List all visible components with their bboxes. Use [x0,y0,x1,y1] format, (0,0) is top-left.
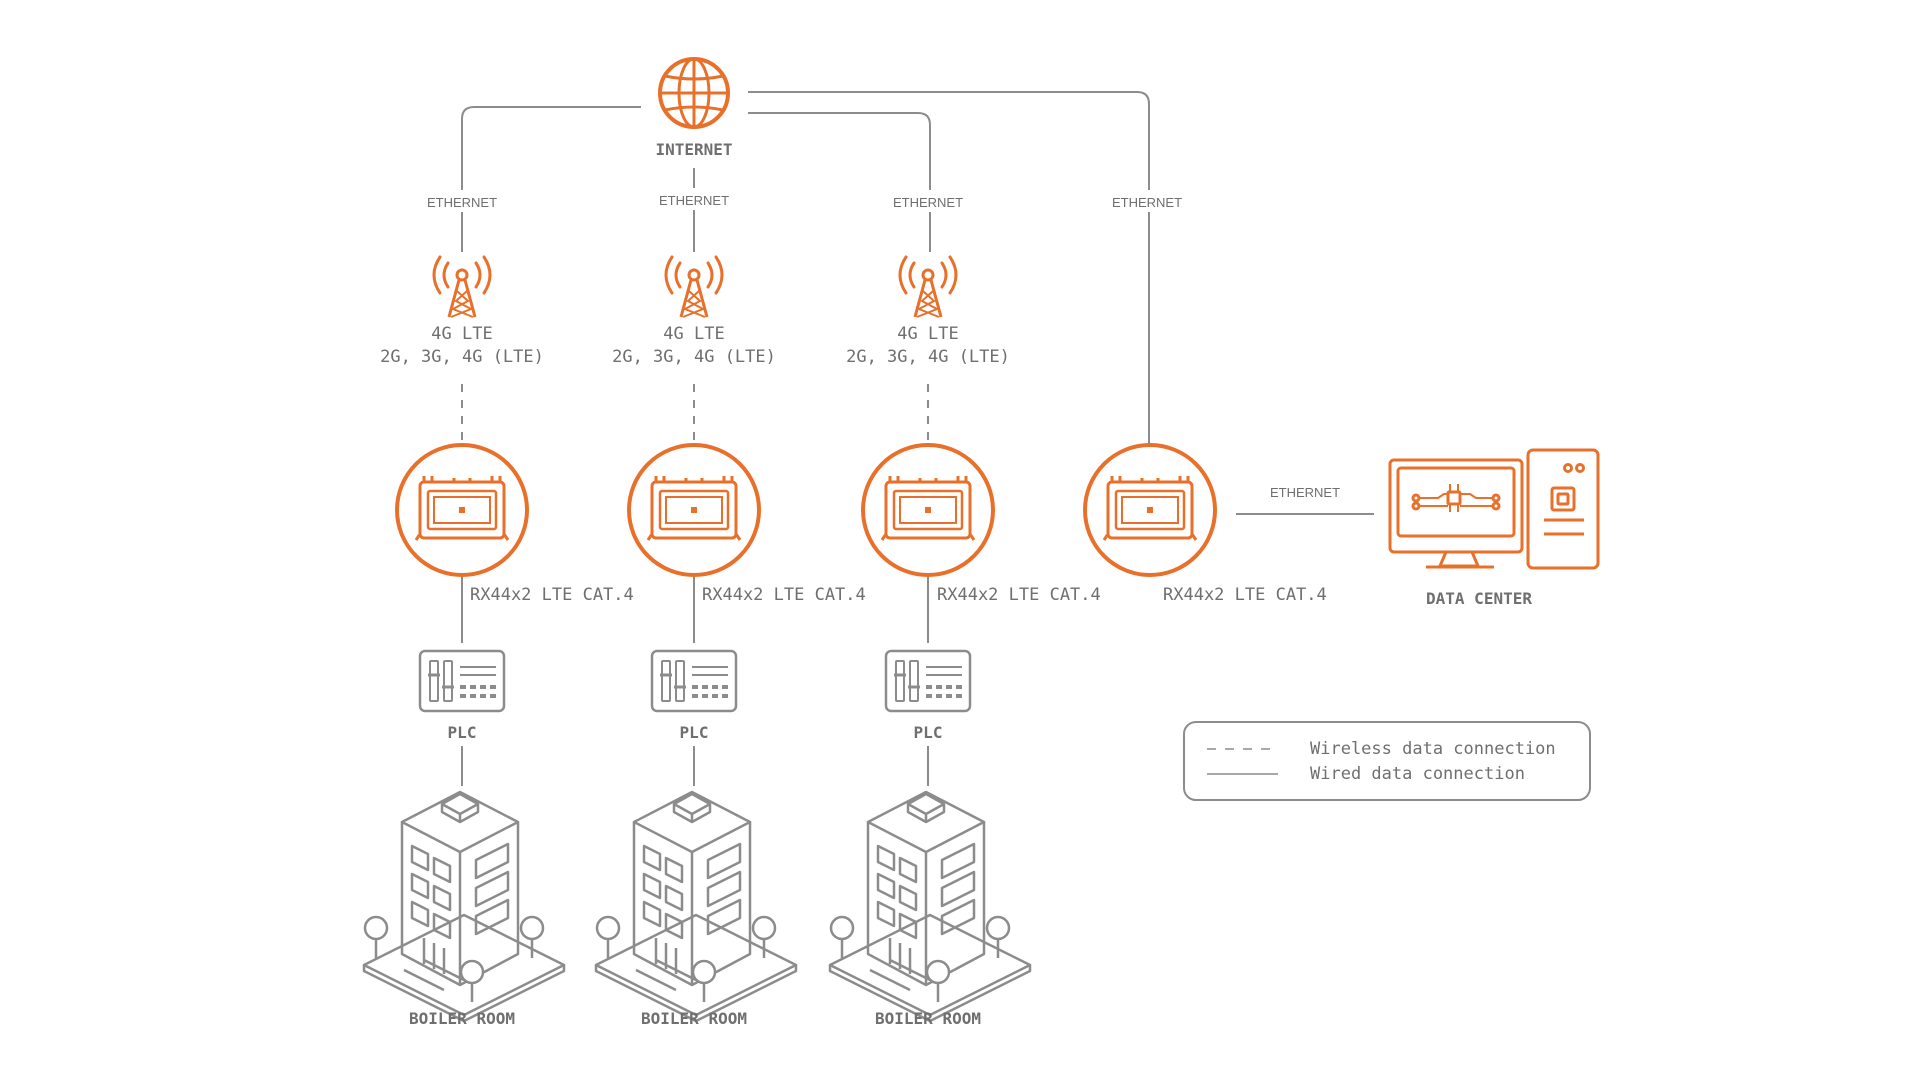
building-icon [594,790,798,1023]
plc-icon [884,649,972,713]
ethernet-label-site2: ETHERNET [659,193,729,208]
data-center-label: DATA CENTER [1426,589,1532,608]
building-icon [362,790,566,1023]
site-3: 4G LTE 2G, 3G, 4G (LTE) RX44x2 LTE CAT.4… [828,255,1101,1028]
router-icon [861,443,995,577]
network-type-label: 4G LTE [431,324,492,344]
data-center-icon [1388,448,1600,570]
building-label: BOILER ROOM [641,1009,747,1028]
network-type-label: 4G LTE [897,324,958,344]
router-label: RX44x2 LTE CAT.4 [702,585,866,605]
ethernet-label-site3: ETHERNET [893,195,963,210]
network-generations-label: 2G, 3G, 4G (LTE) [846,347,1010,367]
wired-line-internet-site1 [461,106,641,190]
site-2: 4G LTE 2G, 3G, 4G (LTE) RX44x2 LTE CAT.4… [594,255,866,1028]
router-icon [1083,443,1217,577]
internet-label: INTERNET [655,140,732,159]
legend-wired-label: Wired data connection [1310,764,1525,784]
wired-line-internet-site3 [748,112,931,190]
ethernet-label-hq: ETHERNET [1112,195,1182,210]
router-label: RX44x2 LTE CAT.4 [1163,585,1327,605]
cell-tower-icon [432,255,492,319]
cell-tower-icon [898,255,958,319]
router-label: RX44x2 LTE CAT.4 [937,585,1101,605]
building-label: BOILER ROOM [409,1009,515,1028]
router-icon [395,443,529,577]
legend-wireless-label: Wireless data connection [1310,739,1556,759]
plc-label: PLC [914,723,943,742]
internet-node: INTERNET [655,57,733,159]
legend: Wireless data connection Wired data conn… [1183,721,1591,801]
network-type-label: 4G LTE [663,324,724,344]
data-center-ethernet-label: ETHERNET [1270,485,1340,500]
network-generations-label: 2G, 3G, 4G (LTE) [612,347,776,367]
router-icon [627,443,761,577]
legend-box [1183,721,1591,801]
hq-router: RX44x2 LTE CAT.4 [1083,443,1327,605]
cell-tower-icon [664,255,724,319]
network-generations-label: 2G, 3G, 4G (LTE) [380,347,544,367]
ethernet-label-site1: ETHERNET [427,195,497,210]
data-center: ETHERNET DATA CENTER [1270,448,1600,608]
plc-icon [650,649,738,713]
site-1: 4G LTE 2G, 3G, 4G (LTE) RX44x2 LTE CAT.4… [362,255,634,1028]
building-label: BOILER ROOM [875,1009,981,1028]
building-icon [828,790,1032,1023]
plc-label: PLC [680,723,709,742]
plc-label: PLC [448,723,477,742]
router-label: RX44x2 LTE CAT.4 [470,585,634,605]
plc-icon [418,649,506,713]
globe-icon [658,57,730,129]
wired-line-internet-hq [748,91,1150,190]
